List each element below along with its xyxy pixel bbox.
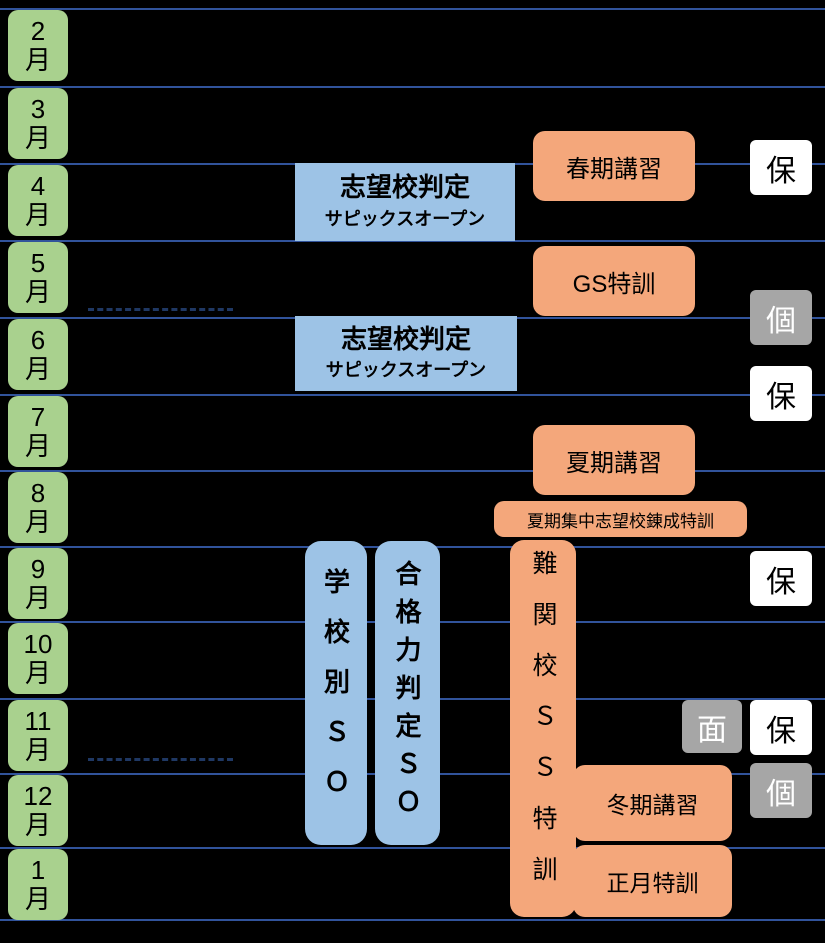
course-title: 夏期集中志望校錬成特訓 [527,511,714,531]
test-subtitle: サピックスオープン [324,208,486,229]
month-label-may: 5 月 [8,242,68,313]
test-subtitle: サピックスオープン [325,360,487,381]
course-title: 夏期講習 [566,449,662,477]
course-box-summer: 夏期講習 [533,425,695,495]
test-title: 志望校判定 [340,323,471,354]
month-label-aug: 8 月 [8,472,68,543]
month-label-jun: 6 月 [8,319,68,390]
marker-text: 保 [766,565,796,599]
month-text: 1 月 [24,854,51,914]
marker-text: 面 [697,713,727,747]
month-text: 9 月 [24,553,51,613]
test-title: 合格力判定ＳＯ [392,560,422,826]
month-label-oct: 10 月 [8,623,68,694]
month-text: 3 月 [24,93,51,153]
test-title: 学校別ＳＯ [320,568,351,818]
month-label-nov: 11 月 [8,700,68,771]
month-label-sep: 9 月 [8,548,68,619]
month-text: 4 月 [24,170,51,230]
month-text: 11 月 [24,705,52,765]
course-box-newyear: 正月特訓 [573,845,732,917]
marker-text: 保 [766,154,796,188]
marker-text: 保 [766,714,796,748]
month-text: 2 月 [24,15,51,75]
marker-text: 個 [766,304,796,338]
course-box-winter: 冬期講習 [573,765,732,841]
course-box-summer-shibokou: 夏期集中志望校錬成特訓 [494,501,747,537]
month-label-jan: 1 月 [8,849,68,920]
marker-ko-may: 個 [750,290,812,345]
course-title: GS特訓 [572,270,656,298]
course-box-spring: 春期講習 [533,131,695,201]
marker-ko-december: 個 [750,763,812,818]
marker-ho-april: 保 [750,140,812,195]
test-title: 志望校判定 [339,172,470,203]
course-title: 冬期講習 [606,792,699,818]
month-divider-line [0,470,825,472]
test-box-gakkoubetsu-so: 学校別ＳＯ [305,541,367,845]
marker-text: 個 [766,777,796,811]
month-text: 8 月 [24,477,51,537]
marker-men-november: 面 [682,700,742,753]
month-text: 5 月 [24,247,51,307]
course-title: 春期講習 [566,155,662,183]
test-box-goukakuryoku-so: 合格力判定ＳＯ [375,541,440,845]
course-title: 正月特訓 [606,870,699,896]
month-label-dec: 12 月 [8,775,68,846]
month-divider-line [0,86,825,88]
month-label-apr: 4 月 [8,165,68,236]
month-text: 7 月 [24,401,51,461]
month-divider-line [0,240,825,242]
course-box-nankanko-ss: 難関校ＳＳ特訓 [510,540,576,917]
marker-ho-september: 保 [750,551,812,606]
test-box-shiboko-open-april: 志望校判定 サピックスオープン [295,163,515,241]
marker-ho-november: 保 [750,700,812,755]
month-text: 6 月 [24,324,51,384]
month-label-jul: 7 月 [8,396,68,467]
month-label-mar: 3 月 [8,88,68,159]
course-title: 難関校ＳＳ特訓 [529,550,557,907]
month-text: 10 月 [23,628,53,688]
marker-text: 保 [766,380,796,414]
month-divider-line [0,8,825,10]
month-text: 12 月 [23,780,53,840]
month-divider-line [0,919,825,921]
month-label-feb: 2 月 [8,10,68,81]
marker-ho-june: 保 [750,366,812,421]
month-divider-line [0,394,825,396]
dashed-mark [88,308,233,311]
test-box-shiboko-open-june: 志望校判定 サピックスオープン [295,316,517,391]
course-box-gs: GS特訓 [533,246,695,316]
month-divider-line [0,847,825,849]
dashed-mark [88,758,233,761]
